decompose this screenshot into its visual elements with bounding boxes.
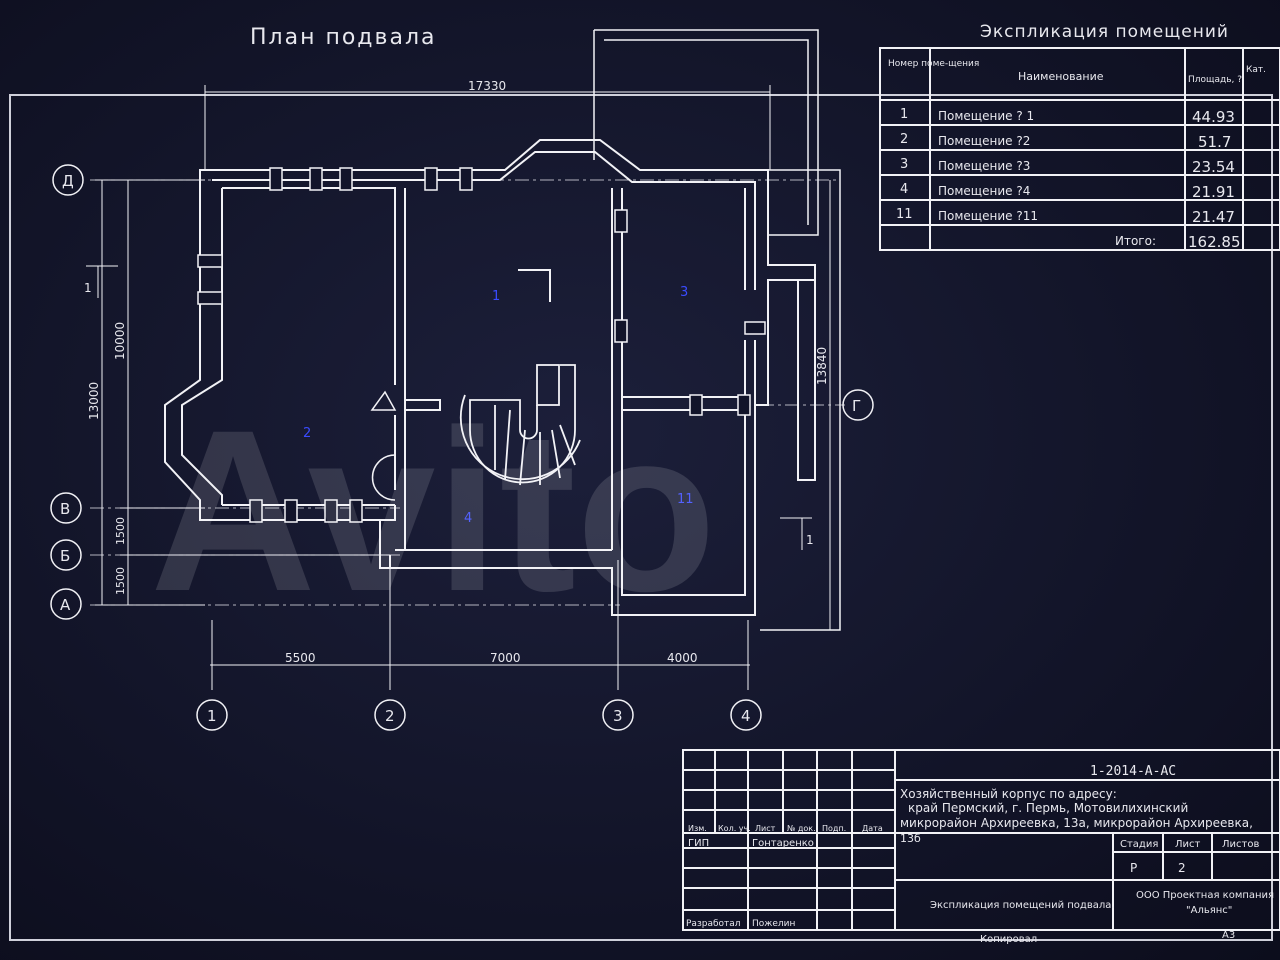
dim-13840: 13840	[815, 347, 829, 385]
dim-4000: 4000	[667, 651, 698, 665]
company-line-2: "Альянс"	[1186, 905, 1232, 916]
total-label: Итого:	[1115, 234, 1156, 248]
row-5-num: 11	[896, 207, 913, 222]
dim-7000: 7000	[490, 651, 521, 665]
row-3-area: 23.54	[1192, 158, 1235, 176]
axis-label-3: 3	[613, 707, 623, 725]
sheet-value: 2	[1178, 861, 1186, 875]
porch-outline	[593, 29, 841, 631]
axis-label-2: 2	[385, 707, 395, 725]
stage-header: Стадия	[1120, 839, 1158, 850]
dim-5500: 5500	[285, 651, 316, 665]
format-label: А3	[1222, 930, 1235, 941]
row-1-name: Помещение ? 1	[938, 109, 1034, 123]
floor-plan-walls	[164, 139, 816, 616]
col-header-doc: № док.	[787, 824, 816, 833]
row-3-num: 3	[900, 157, 908, 172]
explication-header-area: Площадь, ?	[1188, 75, 1242, 85]
dim-1500-b: 1500	[114, 567, 127, 595]
company-line-1: ООО Проектная компания	[1136, 890, 1274, 901]
explication-header-num: Номер поме-щения	[888, 59, 979, 69]
row-2-num: 2	[900, 132, 908, 147]
sheet-header: Лист	[1175, 839, 1201, 850]
stage-value: Р	[1130, 861, 1137, 875]
section-mark-right: 1	[806, 533, 814, 547]
room-corner-mark	[518, 269, 551, 302]
col-header-podp: Подп.	[822, 824, 846, 833]
row-4-area: 21.91	[1192, 183, 1235, 201]
axis-label-1: 1	[207, 707, 217, 725]
dim-overall: 17330	[468, 79, 506, 93]
title-block-grid	[682, 749, 1280, 931]
axis-label-a: А	[60, 596, 71, 614]
window-marks	[197, 167, 766, 523]
col-header-kol: Кол. уч.	[718, 824, 751, 833]
address-line-3: микрорайон Архиреевка, 13а, микрорайон А…	[900, 816, 1253, 830]
plan-title: План подвала	[250, 25, 437, 50]
axis-label-b: Б	[60, 547, 70, 565]
row-3-name: Помещение ?3	[938, 159, 1030, 173]
row-4-num: 4	[900, 182, 908, 197]
drawing-code: 1-2014-А-АС	[1090, 764, 1176, 779]
row-1-area: 44.93	[1192, 108, 1235, 126]
drawing-frame	[9, 94, 1273, 941]
explication-header-name: Наименование	[1018, 70, 1104, 83]
dim-1500-a: 1500	[114, 517, 127, 545]
axis-bubbles	[50, 164, 874, 731]
developer-label: Разработал	[686, 919, 741, 929]
room-label-11: 11	[677, 492, 694, 507]
explication-table-grid	[879, 47, 1280, 251]
address-line-2: край Пермский, г. Пермь, Мотовилихинский	[908, 801, 1188, 815]
room-label-3: 3	[680, 285, 688, 300]
explication-title: Экспликация помещений	[980, 22, 1229, 42]
axis-label-g: Г	[852, 397, 861, 415]
total-value: 162.85	[1188, 233, 1241, 251]
axis-label-v: В	[60, 500, 70, 518]
address-line-4: 13б	[900, 832, 921, 845]
sheets-header: Листов	[1222, 839, 1259, 850]
axis-label-4: 4	[741, 707, 751, 725]
spiral-staircase	[459, 364, 581, 486]
explication-header-cat: Кат.	[1246, 65, 1266, 75]
explication-rows: 1 Помещение ? 1 44.93 2 Помещение ?2 51.…	[896, 107, 1241, 251]
dim-10000: 10000	[113, 322, 127, 360]
section-mark-left: 1	[84, 281, 92, 295]
copied-label: Копировал	[980, 934, 1037, 945]
drawing-name: Экспликация помещений подвала.	[930, 900, 1115, 911]
address-line-1: Хозяйственный корпус по адресу:	[900, 787, 1117, 801]
col-header-izm: Изм.	[688, 824, 707, 833]
row-5-name: Помещение ?11	[938, 209, 1038, 223]
room-label-4: 4	[464, 511, 472, 526]
dim-13000: 13000	[87, 382, 101, 420]
col-header-data: Дата	[862, 824, 883, 833]
row-2-name: Помещение ?2	[938, 134, 1030, 148]
row-2-area: 51.7	[1198, 133, 1231, 151]
room-label-1: 1	[492, 289, 500, 304]
row-5-area: 21.47	[1192, 208, 1235, 226]
gip-name: Гонтаренко	[752, 838, 814, 849]
row-4-name: Помещение ?4	[938, 184, 1030, 198]
col-header-list: Лист	[755, 824, 776, 833]
door-mark	[370, 390, 397, 411]
row-1-num: 1	[900, 107, 908, 122]
axis-label-d: Д	[62, 172, 74, 190]
developer-name: Пожелин	[752, 919, 796, 929]
watermark-text: Avito	[150, 382, 716, 639]
room-label-2: 2	[303, 426, 311, 441]
gip-label: ГИП	[688, 838, 709, 849]
door-arc	[371, 454, 396, 501]
